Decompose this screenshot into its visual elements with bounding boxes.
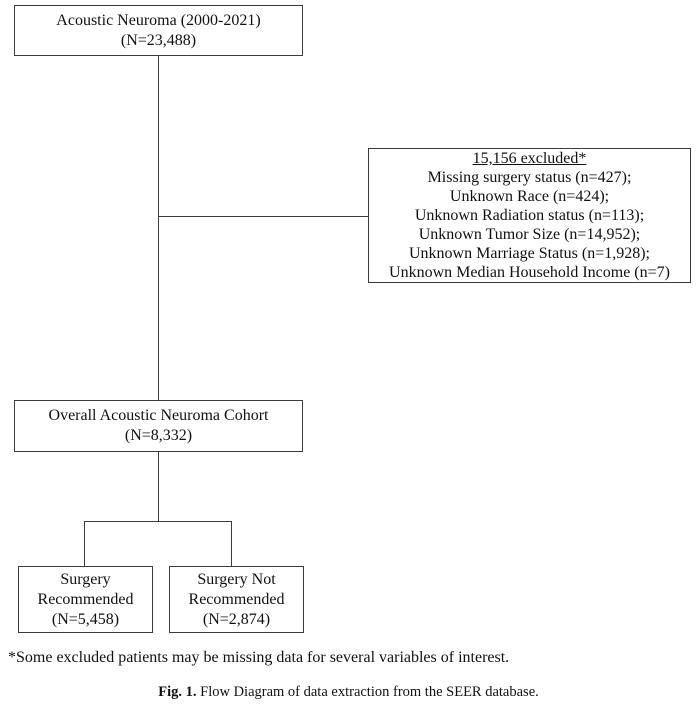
surgery-not-recommended-line1: Surgery Not (197, 570, 276, 588)
exclusion-criteria-box: 15,156 excluded* Missing surgery status … (368, 148, 691, 283)
overall-cohort-box: Overall Acoustic Neuroma Cohort (N=8,332… (14, 400, 303, 452)
connector-split-horizontal (84, 521, 232, 522)
source-population-box: Acoustic Neuroma (2000-2021) (N=23,488) (14, 5, 303, 56)
surgery-recommended-count: (N=5,458) (51, 610, 120, 628)
figure-caption: Fig. 1. Flow Diagram of data extraction … (0, 683, 697, 701)
exclusion-footnote: *Some excluded patients may be missing d… (8, 649, 510, 666)
surgery-not-recommended-line2: Recommended (188, 590, 285, 608)
connector-split-right-drop (231, 521, 232, 566)
source-population-title: Acoustic Neuroma (2000-2021) (56, 11, 261, 29)
figure-caption-label: Fig. 1. (158, 684, 197, 700)
connector-to-exclusion-box (158, 216, 368, 217)
surgery-recommended-line1: Surgery (60, 570, 111, 588)
exclusion-item: Missing surgery status (n=427); (427, 169, 632, 186)
connector-cohort-to-split (158, 452, 159, 521)
surgery-not-recommended-box: Surgery Not Recommended (N=2,874) (169, 566, 304, 633)
surgery-recommended-box: Surgery Recommended (N=5,458) (18, 566, 153, 633)
exclusion-item: Unknown Median Household Income (n=7) (389, 264, 670, 281)
surgery-not-recommended-count: (N=2,874) (202, 610, 271, 628)
exclusion-header: 15,156 excluded* (472, 150, 587, 167)
connector-split-left-drop (84, 521, 85, 566)
surgery-recommended-line2: Recommended (37, 590, 134, 608)
overall-cohort-title: Overall Acoustic Neuroma Cohort (48, 407, 269, 424)
exclusion-item: Unknown Radiation status (n=113); (414, 207, 645, 224)
overall-cohort-count: (N=8,332) (124, 427, 193, 444)
connector-top-to-cohort (158, 56, 159, 400)
source-population-count: (N=23,488) (120, 31, 197, 49)
exclusion-item: Unknown Marriage Status (n=1,928); (409, 245, 650, 262)
exclusion-item: Unknown Tumor Size (n=14,952); (418, 226, 641, 243)
figure-caption-text: Flow Diagram of data extraction from the… (196, 684, 539, 700)
exclusion-item: Unknown Race (n=424); (449, 188, 610, 205)
